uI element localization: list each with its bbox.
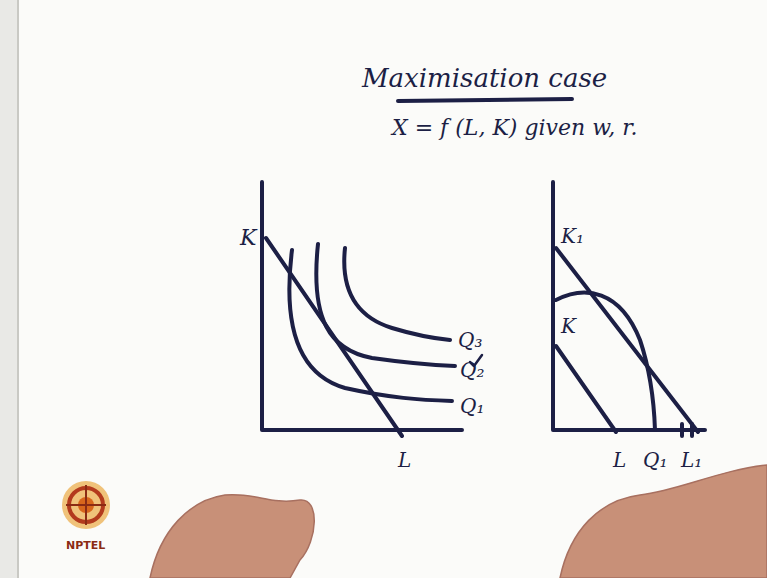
slide-title: Maximisation case	[362, 65, 607, 91]
formula: X = f (L, K) given w, r.	[392, 117, 637, 139]
hands	[150, 465, 767, 578]
isoquant-q3	[344, 248, 450, 340]
axis-label: K	[240, 227, 256, 249]
isocost-line-k1	[556, 248, 698, 432]
concave-isoquant	[556, 293, 655, 430]
axis-label: Q₁	[643, 450, 667, 470]
isoquant-q2	[316, 244, 455, 366]
isocost-line-k	[556, 346, 616, 432]
axis-label: L	[613, 450, 626, 470]
isoquant-q1	[289, 250, 452, 401]
nptel-logo	[62, 481, 110, 529]
paper-edge	[17, 0, 19, 578]
paper-sheet	[18, 0, 767, 578]
curve-label: Q₃	[458, 330, 482, 350]
axis-label: K	[561, 316, 576, 336]
curve-label: Q₂	[460, 360, 484, 380]
axis-label: L₁	[681, 450, 702, 470]
right-axes	[553, 182, 705, 430]
axis-tick	[682, 424, 692, 436]
title-underline	[398, 99, 572, 101]
axis-label: L	[398, 450, 411, 470]
curve-label: Q₁	[460, 396, 484, 416]
axis-label: K₁	[561, 226, 584, 246]
logo-text: NPTEL	[66, 540, 105, 551]
left-axes	[262, 182, 462, 430]
